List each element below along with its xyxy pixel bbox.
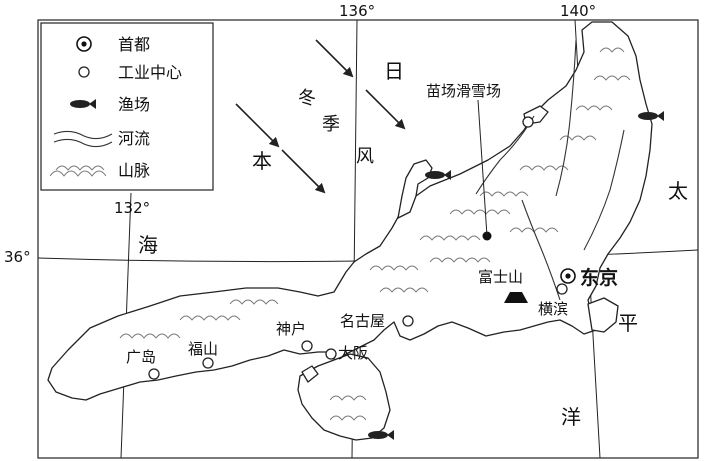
kobe-label: 神户 — [276, 320, 306, 338]
fukuyama-marker — [202, 357, 214, 369]
tokyo-label: 东京 — [580, 266, 618, 289]
sea-of-japan-char: 海 — [138, 233, 158, 257]
legend: 首都 工业中心 渔场 河流 山脉 — [40, 22, 214, 191]
fuji-label: 富士山 — [478, 268, 523, 286]
sea-of-japan-char: 日 — [384, 59, 404, 83]
monsoon-arrows — [235, 39, 406, 194]
legend-label-river: 河流 — [118, 129, 150, 148]
legend-label-industrial: 工业中心 — [118, 63, 182, 82]
fish-icon — [638, 111, 664, 121]
monsoon-arrow — [315, 39, 354, 78]
latitude-label-36: 36° — [4, 248, 31, 266]
legend-label-fishery: 渔场 — [118, 95, 150, 114]
legend-label-mountain: 山脉 — [118, 161, 150, 180]
pacific-char: 洋 — [561, 405, 581, 429]
winter-monsoon-char: 冬 — [298, 88, 316, 109]
monsoon-arrow — [281, 149, 326, 194]
winter-monsoon-char: 季 — [322, 114, 340, 135]
landmass — [47, 21, 653, 441]
osaka-marker — [325, 348, 337, 360]
rivers — [475, 39, 625, 301]
noto-peninsula — [397, 159, 433, 219]
yokohama-label: 横滨 — [538, 300, 568, 318]
pacific-char: 太 — [668, 179, 688, 203]
winter-monsoon-char: 风 — [356, 146, 374, 167]
sea-of-japan-char: 本 — [252, 149, 272, 173]
fishing-grounds — [368, 111, 664, 440]
naeba-label: 苗场滑雪场 — [426, 82, 501, 100]
map-frame — [37, 19, 699, 459]
kii-peninsula — [297, 353, 391, 441]
fukuyama-label: 福山 — [188, 340, 218, 358]
fish-icon — [70, 99, 96, 109]
fish-icon — [425, 170, 451, 180]
hiroshima-label: 广岛 — [126, 348, 156, 366]
hiroshima-marker — [148, 368, 160, 380]
pacific-char: 平 — [618, 311, 638, 335]
legend-label-capital: 首都 — [118, 35, 150, 54]
awaji-island — [301, 365, 319, 383]
monsoon-arrow — [365, 89, 406, 130]
legend-box — [40, 22, 214, 191]
river-symbol-icon — [53, 130, 113, 148]
longitude-label-140: 140° — [560, 2, 596, 20]
mountain-symbol-icon — [49, 165, 107, 177]
monsoon-arrow — [235, 103, 280, 148]
honshu-coast — [47, 21, 653, 401]
industrial-center-icon — [78, 66, 90, 78]
mount-fuji-symbol — [504, 292, 528, 303]
longitude-label-132: 132° — [114, 199, 150, 217]
nagoya-marker — [402, 315, 414, 327]
boso-peninsula — [587, 297, 619, 333]
kobe-marker — [301, 340, 313, 352]
yokohama-marker — [556, 283, 568, 295]
osaka-label: 大阪 — [338, 344, 368, 362]
naeba-leader-line — [477, 99, 488, 237]
longitude-label-136: 136° — [339, 2, 375, 20]
nagoya-label: 名古屋 — [340, 312, 385, 330]
city-markers — [148, 99, 576, 380]
industrial-center-marker — [522, 116, 534, 128]
fish-icon — [368, 430, 394, 440]
